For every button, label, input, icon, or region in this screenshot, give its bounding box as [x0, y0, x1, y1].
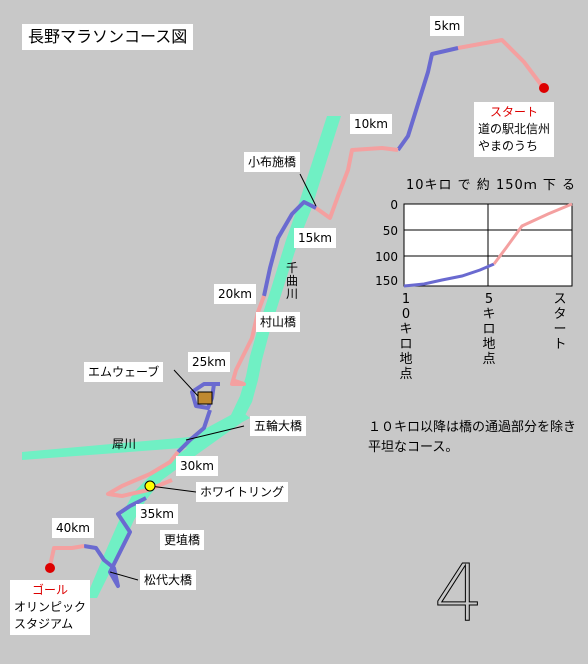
elevation-tick-100: 100	[375, 250, 398, 264]
elevation-chart-title: 10キロ で 約 150ｍ 下 る	[406, 178, 577, 193]
label-m-wave: エムウェーブ	[84, 362, 164, 382]
elevation-line-descent	[492, 202, 573, 265]
elevation-line-flat	[403, 262, 495, 288]
label-sai-river: 犀川	[112, 437, 137, 451]
leader-matsushiro	[109, 571, 139, 581]
label-20km: 20km	[214, 284, 256, 304]
white-ring-marker	[144, 480, 156, 492]
elevation-x-10km: 10キロ地点	[399, 292, 413, 382]
sai-river	[22, 410, 250, 460]
goal-label-box: ゴール オリンピック スタジアム	[10, 580, 91, 635]
label-obuse-bridge: 小布施橋	[244, 152, 301, 172]
course-note: １０キロ以降は橋の通過部分を除き平坦なコース。	[368, 420, 577, 455]
start-line-2: やまのうち	[478, 139, 539, 153]
label-35km: 35km	[136, 504, 178, 524]
start-heading: スタート	[490, 105, 539, 119]
m-wave-marker	[197, 391, 213, 405]
elevation-tick-50: 50	[382, 224, 398, 238]
start-label-box: スタート 道の駅北信州 やまのうち	[474, 102, 555, 157]
start-marker	[539, 83, 549, 93]
elevation-tick-150: 150	[375, 274, 398, 288]
course-gorin-segment	[176, 409, 212, 454]
goal-line-2: スタジアム	[14, 617, 74, 631]
leader-m-wave	[173, 369, 199, 397]
label-matsushiro-bridge: 松代大橋	[140, 570, 197, 590]
label-30km: 30km	[176, 456, 218, 476]
label-40km: 40km	[52, 518, 94, 538]
label-white-ring: ホワイトリング	[196, 482, 289, 502]
elevation-x-5km: 5キロ地点	[482, 292, 496, 367]
goal-heading: ゴール	[32, 583, 69, 597]
course-10-15km	[314, 146, 399, 220]
start-line-1: 道の駅北信州	[478, 122, 551, 136]
label-sarashina-bridge: 更埴橋	[160, 530, 205, 550]
leader-obuse	[299, 173, 317, 207]
goal-marker	[45, 563, 55, 573]
course-5-10km	[396, 46, 459, 152]
elevation-x-start: スタート	[553, 292, 567, 352]
label-murayama-bridge: 村山橋	[256, 312, 301, 332]
goal-line-1: オリンピック	[14, 600, 87, 614]
label-25km: 25km	[188, 352, 230, 372]
label-10km: 10km	[350, 114, 392, 134]
course-obuse-segment	[262, 200, 317, 297]
leader-gorin	[185, 425, 245, 441]
label-gorin-bridge: 五輪大橋	[250, 416, 307, 436]
north-symbol: 4	[434, 549, 484, 639]
map-title: 長野マラソンコース図	[22, 24, 194, 50]
course-30km-segment	[106, 450, 180, 498]
elevation-tick-0: 0	[390, 198, 398, 212]
course-start-segment	[457, 38, 544, 88]
elevation-chart	[403, 202, 573, 288]
label-chikuma-river: 千曲川	[285, 261, 298, 301]
course-finish-segment	[48, 544, 85, 567]
label-15km: 15km	[294, 228, 336, 248]
chikuma-river	[86, 116, 341, 598]
leader-white-ring	[149, 485, 197, 493]
label-5km: 5km	[430, 16, 465, 36]
